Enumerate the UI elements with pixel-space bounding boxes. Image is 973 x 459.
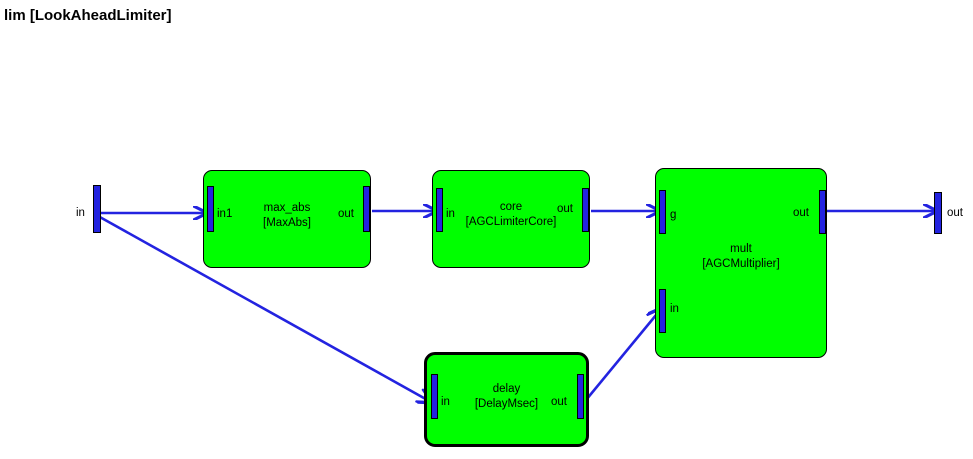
block-max_abs-name: max_abs [263, 202, 311, 214]
boundary-port-in-label: in [76, 207, 85, 219]
port-core-out[interactable] [582, 188, 589, 232]
block-max_abs[interactable]: max_abs [MaxAbs] [203, 170, 371, 268]
port-max_abs-in1-label: in1 [217, 208, 233, 220]
block-mult[interactable]: mult [AGCMultiplier] [655, 168, 827, 358]
wire-delay-to-mult-in [584, 309, 661, 401]
port-max_abs-out-label: out [338, 208, 354, 220]
boundary-port-in[interactable] [93, 185, 101, 233]
port-max_abs-out[interactable] [363, 186, 370, 232]
block-mult-name: mult [730, 243, 752, 255]
port-core-in-label: in [446, 208, 455, 220]
port-mult-out[interactable] [819, 190, 826, 234]
port-mult-in[interactable] [659, 289, 666, 333]
boundary-port-out-label: out [947, 207, 963, 219]
block-delay-type: [DelayMsec] [474, 398, 539, 410]
port-delay-in-label: in [441, 396, 450, 408]
port-max_abs-in1[interactable] [207, 186, 214, 232]
port-core-in[interactable] [436, 188, 443, 232]
page-title: lim [LookAheadLimiter] [4, 7, 172, 24]
port-delay-out-label: out [551, 396, 567, 408]
block-mult-type: [AGCMultiplier] [702, 258, 780, 270]
block-core[interactable]: core [AGCLimiterCore] [432, 170, 590, 268]
block-delay[interactable]: delay [DelayMsec] [424, 352, 589, 447]
block-max_abs-type: [MaxAbs] [263, 217, 311, 229]
boundary-port-out[interactable] [934, 192, 942, 234]
port-mult-g[interactable] [659, 190, 666, 234]
block-core-name: core [499, 201, 523, 213]
port-core-out-label: out [557, 203, 573, 215]
port-delay-in[interactable] [431, 374, 438, 419]
port-mult-g-label: g [670, 209, 677, 221]
port-mult-out-label: out [793, 207, 809, 219]
block-core-type: [AGCLimiterCore] [465, 216, 557, 228]
port-delay-out[interactable] [577, 374, 584, 419]
block-delay-name: delay [492, 383, 521, 395]
port-mult-in-label: in [670, 303, 679, 315]
